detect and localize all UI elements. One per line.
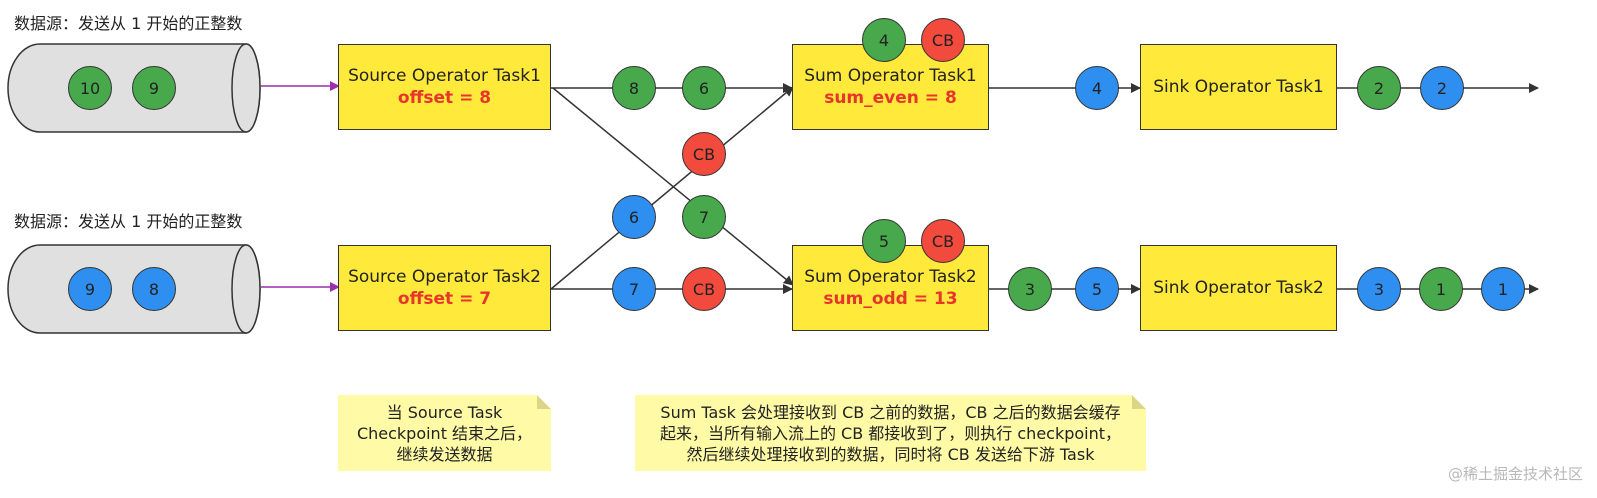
checkpoint-barrier-node: CB: [682, 267, 726, 311]
note-line: 继续发送数据: [396, 444, 493, 464]
sink-operator-task2: Sink Operator Task2: [1140, 245, 1337, 331]
edge-src2-sum1: [550, 86, 794, 290]
task-name: Source Operator Task2: [348, 267, 541, 287]
source1-record: 9: [132, 66, 176, 110]
record-node: 4: [1075, 66, 1119, 110]
note-line: 当 Source Task: [386, 402, 503, 422]
buffered-record-node: 5: [862, 219, 906, 263]
record-node: 7: [612, 267, 656, 311]
task-name: Sum Operator Task2: [804, 267, 977, 287]
source-operator-task1: Source Operator Task1 offset = 8: [338, 44, 551, 130]
note-line: 起来，当所有输入流上的 CB 都接收到了，则执行 checkpoint，: [659, 423, 1122, 443]
output-record-node: 3: [1357, 267, 1401, 311]
source2-record: 8: [132, 267, 176, 311]
output-record-node: 2: [1357, 66, 1401, 110]
note-line: Sum Task 会处理接收到 CB 之前的数据，CB 之后的数据会缓存: [660, 402, 1121, 422]
checkpoint-barrier-node: CB: [682, 132, 726, 176]
task-state: offset = 8: [397, 88, 492, 108]
record-node: 6: [612, 195, 656, 239]
sum-task-note: Sum Task 会处理接收到 CB 之前的数据，CB 之后的数据会缓存 起来，…: [635, 395, 1146, 471]
sink-operator-task1: Sink Operator Task1: [1140, 44, 1337, 130]
task-state: offset = 7: [397, 289, 492, 309]
task-name: Source Operator Task1: [348, 66, 541, 86]
output-record-node: 2: [1420, 66, 1464, 110]
task-state: sum_odd = 13: [823, 289, 958, 309]
record-node: 8: [612, 66, 656, 110]
record-node: 3: [1008, 267, 1052, 311]
note-line: Checkpoint 结束之后，: [356, 423, 533, 443]
source-task-note: 当 Source Task Checkpoint 结束之后， 继续发送数据: [338, 395, 551, 471]
output-record-node: 1: [1481, 267, 1525, 311]
buffered-record-node: 4: [862, 18, 906, 62]
source-label-2: 数据源：发送从 1 开始的正整数: [14, 212, 243, 231]
source2-record: 9: [68, 267, 112, 311]
task-state: sum_even = 8: [824, 88, 957, 108]
buffered-barrier-node: CB: [921, 219, 965, 263]
buffered-barrier-node: CB: [921, 18, 965, 62]
watermark: @稀土掘金技术社区: [1447, 465, 1583, 483]
task-name: Sink Operator Task2: [1153, 278, 1324, 298]
record-node: 7: [682, 195, 726, 239]
note-line: 然后继续处理接收到的数据，同时将 CB 发送给下游 Task: [686, 444, 1095, 464]
task-name: Sum Operator Task1: [804, 66, 977, 86]
output-record-node: 1: [1419, 267, 1463, 311]
task-name: Sink Operator Task1: [1153, 77, 1324, 97]
record-node: 5: [1075, 267, 1119, 311]
source1-record: 10: [68, 66, 112, 110]
source-operator-task2: Source Operator Task2 offset = 7: [338, 245, 551, 331]
record-node: 6: [682, 66, 726, 110]
source-label-1: 数据源：发送从 1 开始的正整数: [14, 14, 243, 33]
